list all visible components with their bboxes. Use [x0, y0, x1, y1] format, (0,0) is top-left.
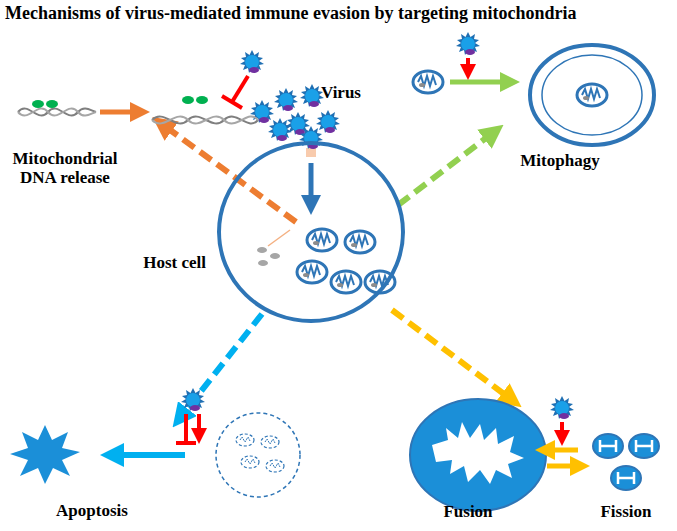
host-cell: Host cell [216, 140, 406, 324]
mechanism-label: Fission [600, 503, 651, 522]
cell-label: Host cell [143, 254, 206, 273]
mechanism-label: Mitophagy [520, 152, 599, 171]
diagram-title: Mechanisms of virus-mediated immune evas… [5, 4, 576, 24]
mechanism-label: Virus [321, 84, 361, 103]
cell-outline [216, 140, 406, 324]
mechanism-label: Apoptosis [56, 502, 128, 521]
mechanism-label: Fusion [443, 503, 492, 522]
mechanism-label: Mitochondrial DNA release [3, 150, 127, 187]
